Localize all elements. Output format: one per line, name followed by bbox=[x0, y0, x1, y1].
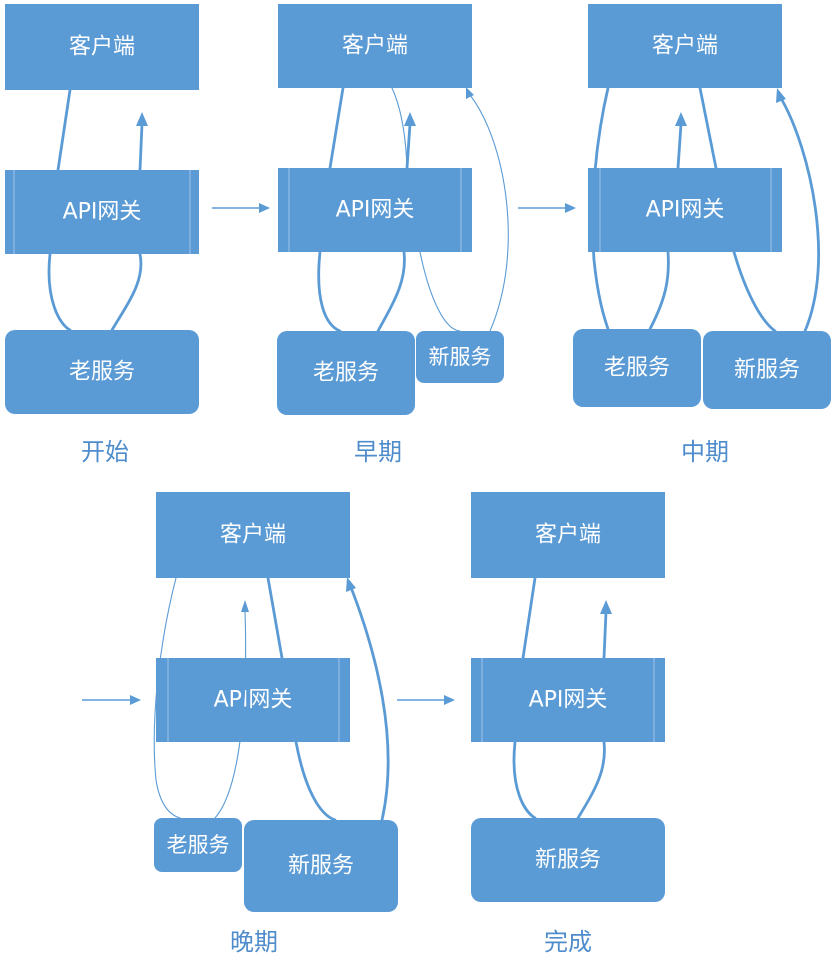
gateway-label: API网关 bbox=[214, 688, 293, 713]
old-service-loop bbox=[317, 250, 406, 333]
old-service-label: 老服务 bbox=[69, 360, 135, 385]
new-service-box: 新服务 bbox=[703, 331, 831, 409]
stage-start: 客户端 API网关 老服务 开始 bbox=[5, 4, 199, 466]
old-service-label: 老服务 bbox=[313, 361, 379, 386]
new-response-arrowhead bbox=[466, 87, 474, 99]
stage-done: 客户端 API网关 新服务 完成 bbox=[471, 492, 665, 956]
old-service-label: 老服务 bbox=[604, 356, 670, 381]
client-label: 客户端 bbox=[69, 35, 135, 60]
service-loop bbox=[47, 252, 143, 332]
stage-label-done: 完成 bbox=[544, 928, 592, 956]
gateway-label: API网关 bbox=[646, 198, 725, 223]
gateway-box: API网关 bbox=[5, 170, 199, 254]
request-line bbox=[328, 86, 345, 170]
stage-late: 客户端 API网关 老服务 新服务 晚期 bbox=[82, 492, 398, 956]
old-service-box: 老服务 bbox=[5, 330, 199, 414]
new-request-line bbox=[698, 86, 718, 170]
response-line bbox=[138, 122, 144, 172]
old-response-line bbox=[214, 611, 247, 819]
old-request-line bbox=[591, 86, 610, 331]
new-service-thin-loop bbox=[419, 94, 509, 332]
new-service-loop bbox=[294, 588, 390, 822]
transition-arrow-2 bbox=[518, 203, 576, 213]
stage-label-middle: 中期 bbox=[681, 438, 729, 466]
new-service-label: 新服务 bbox=[429, 345, 492, 369]
stage-label-early: 早期 bbox=[354, 438, 402, 466]
old-service-box: 老服务 bbox=[154, 818, 242, 872]
gateway-box: API网关 bbox=[588, 168, 782, 252]
client-label: 客户端 bbox=[342, 34, 408, 59]
old-service-label: 老服务 bbox=[167, 833, 230, 857]
gateway-box: API网关 bbox=[156, 658, 350, 742]
new-service-box: 新服务 bbox=[471, 818, 665, 902]
new-request-line bbox=[266, 576, 284, 660]
stage-label-late: 晚期 bbox=[230, 928, 278, 956]
response-arrowhead bbox=[675, 112, 687, 126]
response-arrowhead bbox=[136, 112, 148, 126]
gateway-label: API网关 bbox=[336, 198, 415, 223]
old-response-arrowhead bbox=[241, 600, 249, 612]
old-service-box: 老服务 bbox=[277, 331, 415, 415]
response-arrowhead bbox=[404, 112, 416, 126]
transition-arrow-4 bbox=[397, 695, 455, 705]
stage-label-start: 开始 bbox=[81, 438, 129, 466]
service-loop bbox=[512, 740, 606, 820]
new-service-loop bbox=[732, 98, 820, 333]
old-request-line bbox=[153, 577, 181, 819]
transition-arrow-1 bbox=[212, 203, 270, 213]
old-response-line bbox=[648, 250, 670, 331]
new-service-label: 新服务 bbox=[288, 854, 354, 879]
request-line bbox=[56, 88, 72, 172]
gateway-box: API网关 bbox=[471, 658, 665, 742]
request-line bbox=[521, 576, 537, 660]
client-label: 客户端 bbox=[652, 34, 718, 59]
stage-early: 客户端 API网关 老服务 新服务 早期 bbox=[277, 4, 509, 466]
response-arrowhead bbox=[600, 600, 612, 614]
new-service-box: 新服务 bbox=[244, 820, 398, 912]
old-service-box: 老服务 bbox=[573, 329, 701, 407]
client-label: 客户端 bbox=[220, 523, 286, 548]
client-box: 客户端 bbox=[278, 4, 472, 88]
response-line bbox=[405, 122, 412, 170]
transition-arrow-3-head bbox=[130, 695, 141, 705]
gateway-label: API网关 bbox=[63, 200, 142, 225]
client-box: 客户端 bbox=[5, 4, 199, 90]
gateway-label: API网关 bbox=[529, 688, 608, 713]
response-line bbox=[676, 122, 683, 170]
client-box: 客户端 bbox=[156, 492, 350, 578]
client-box: 客户端 bbox=[588, 4, 782, 88]
canary-request-line bbox=[391, 87, 408, 169]
client-box: 客户端 bbox=[471, 492, 665, 578]
gateway-box: API网关 bbox=[278, 168, 472, 252]
new-service-label: 新服务 bbox=[535, 848, 601, 873]
stage-middle: 客户端 API网关 老服务 新服务 中期 bbox=[573, 4, 831, 466]
new-response-arrowhead bbox=[346, 577, 356, 592]
new-response-arrowhead bbox=[776, 88, 786, 103]
response-line bbox=[602, 610, 608, 660]
new-service-box: 新服务 bbox=[416, 331, 504, 383]
client-label: 客户端 bbox=[535, 523, 601, 548]
new-service-label: 新服务 bbox=[734, 358, 800, 383]
